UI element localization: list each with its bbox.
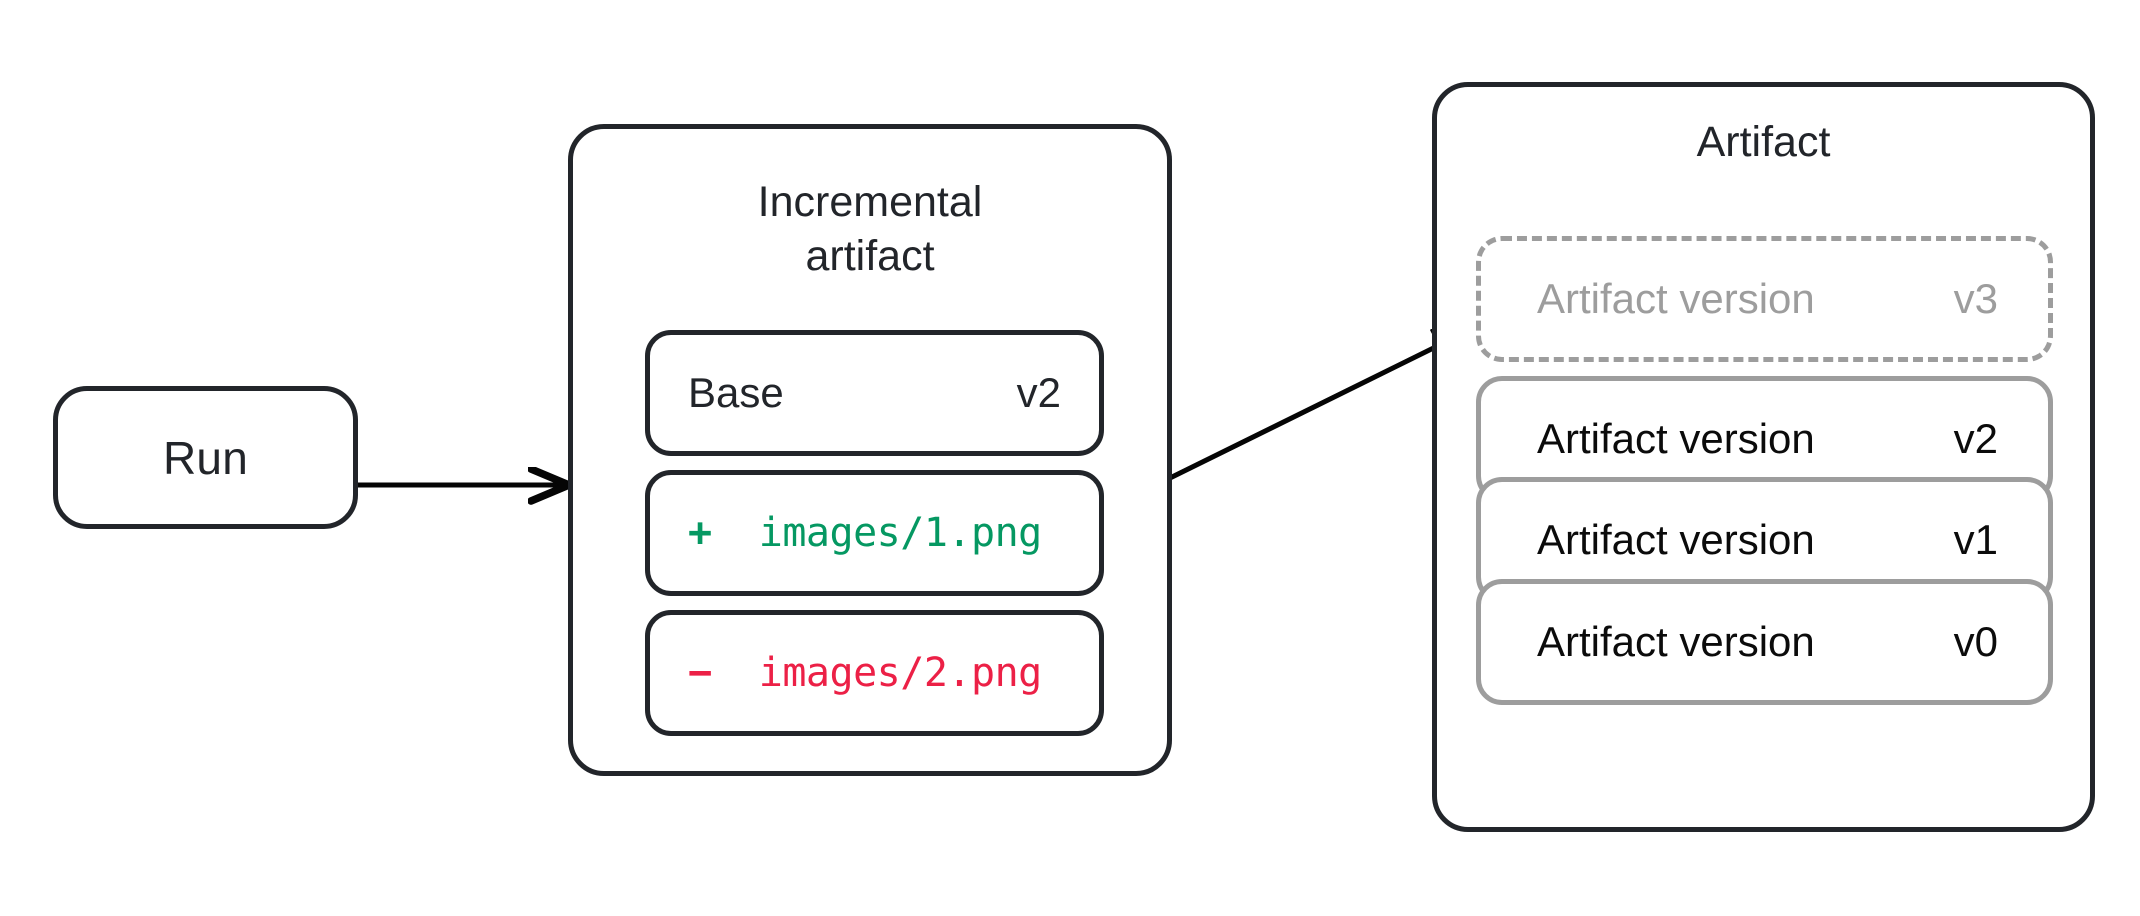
incremental-artifact-title: Incremental artifact (757, 178, 983, 280)
artifact-version-label: Artifact version (1537, 415, 1815, 462)
base-version-tag: v2 (1016, 369, 1061, 416)
artifact-version-tag: v1 (1953, 516, 1998, 563)
artifact-version-row-v0[interactable]: Artifact version v0 (1476, 579, 2053, 705)
artifact-version-label: Artifact version (1537, 618, 1815, 665)
artifact-version-tag: v0 (1953, 618, 1998, 665)
change-row-added[interactable]: + images/1.png (645, 470, 1104, 596)
artifact-version-label: Artifact version (1537, 275, 1815, 322)
removed-file-line: − images/2.png (688, 650, 1042, 696)
added-file-line: + images/1.png (688, 510, 1042, 556)
removed-file-path: images/2.png (758, 650, 1042, 696)
artifact-version-row-v3[interactable]: Artifact version v3 (1476, 236, 2053, 362)
incremental-artifact-panel[interactable]: Incremental artifact Base v2 + images/1.… (568, 124, 1172, 776)
run-node[interactable]: Run (53, 386, 358, 529)
base-label: Base (688, 369, 784, 416)
artifact-version-label: Artifact version (1537, 516, 1815, 563)
plus-icon: + (688, 510, 712, 556)
arrow-incremental-to-artifact (1168, 329, 1472, 481)
artifact-title: Artifact (1696, 118, 1831, 166)
run-label: Run (163, 431, 248, 484)
artifact-version-tag: v2 (1953, 415, 1998, 462)
artifact-version-tag: v3 (1953, 275, 1998, 322)
added-file-path-spacer (712, 510, 759, 556)
change-row-removed[interactable]: − images/2.png (645, 610, 1104, 736)
added-file-path: images/1.png (758, 510, 1042, 556)
base-row[interactable]: Base v2 (645, 330, 1104, 456)
artifact-panel[interactable]: Artifact Artifact version v3 Artifact ve… (1432, 82, 2095, 832)
removed-file-path-spacer (712, 650, 759, 696)
minus-icon: − (688, 650, 712, 696)
